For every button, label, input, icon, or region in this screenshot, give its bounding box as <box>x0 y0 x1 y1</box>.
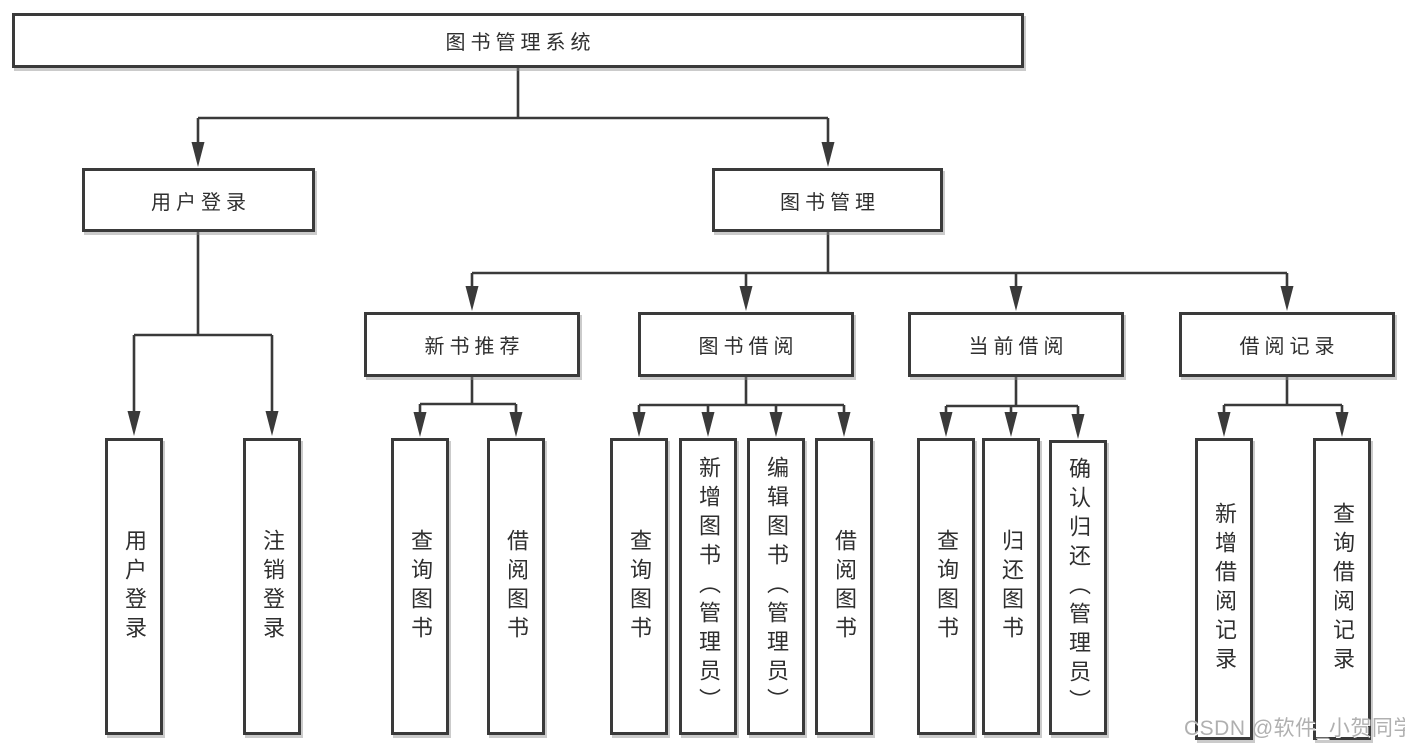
node-borrowing-records: 借阅记录 <box>1179 312 1395 377</box>
leaf-query-books-borrowing: 查询图书 <box>610 438 668 735</box>
leaf-borrow-books-label: 借阅图书 <box>832 528 857 645</box>
leaf-borrow-books: 借阅图书 <box>815 438 873 735</box>
leaf-borrow-books-recommend-label: 借阅图书 <box>504 528 529 645</box>
node-new-book-recommend: 新书推荐 <box>364 312 580 377</box>
leaf-edit-books-admin: 编辑图书（管理员） <box>747 438 805 735</box>
leaf-user-login-label: 用户登录 <box>122 528 147 645</box>
branch-user-login-label: 用户登录 <box>151 191 251 214</box>
leaf-logout: 注销登录 <box>243 438 301 735</box>
leaf-borrow-books-recommend: 借阅图书 <box>487 438 545 735</box>
leaf-query-books-current-label: 查询图书 <box>934 528 959 645</box>
leaf-return-books: 归还图书 <box>982 438 1040 735</box>
current-borrowing-label: 当前借阅 <box>968 336 1069 358</box>
leaf-confirm-return-admin: 确认归还（管理员） <box>1049 440 1107 735</box>
node-book-borrowing: 图书借阅 <box>638 312 854 377</box>
csdn-watermark: CSDN @软件_小贺同学 <box>1184 717 1405 740</box>
leaf-edit-books-admin-label: 编辑图书（管理员） <box>764 456 789 717</box>
node-current-borrowing: 当前借阅 <box>908 312 1124 377</box>
leaf-add-borrow-record-label: 新增借阅记录 <box>1212 502 1237 676</box>
leaf-confirm-return-admin-label: 确认归还（管理员） <box>1066 457 1091 718</box>
leaf-query-books-recommend: 查询图书 <box>391 438 449 735</box>
node-branch-user-login: 用户登录 <box>82 168 315 232</box>
borrowing-records-label: 借阅记录 <box>1239 336 1340 358</box>
leaf-query-books-current: 查询图书 <box>917 438 975 735</box>
leaf-logout-label: 注销登录 <box>260 528 285 645</box>
leaf-query-borrow-record: 查询借阅记录 <box>1313 438 1371 740</box>
leaf-query-books-borrowing-label: 查询图书 <box>627 528 652 645</box>
leaf-return-books-label: 归还图书 <box>999 528 1024 645</box>
book-borrowing-label: 图书借阅 <box>698 336 799 358</box>
arrowhead-icons <box>127 142 1349 439</box>
leaf-add-borrow-record: 新增借阅记录 <box>1195 438 1253 740</box>
branch-book-management-label: 图书管理 <box>780 191 880 214</box>
node-root-label: 图书管理系统 <box>445 32 596 54</box>
node-root-system: 图书管理系统 <box>12 13 1024 68</box>
leaf-query-borrow-record-label: 查询借阅记录 <box>1330 502 1355 676</box>
new-book-recommend-label: 新书推荐 <box>424 336 525 358</box>
leaf-user-login: 用户登录 <box>105 438 163 735</box>
leaf-add-books-admin-label: 新增图书（管理员） <box>696 456 721 717</box>
leaf-query-books-recommend-label: 查询图书 <box>408 528 433 645</box>
leaf-add-books-admin: 新增图书（管理员） <box>679 438 737 735</box>
node-branch-book-management: 图书管理 <box>712 168 943 232</box>
